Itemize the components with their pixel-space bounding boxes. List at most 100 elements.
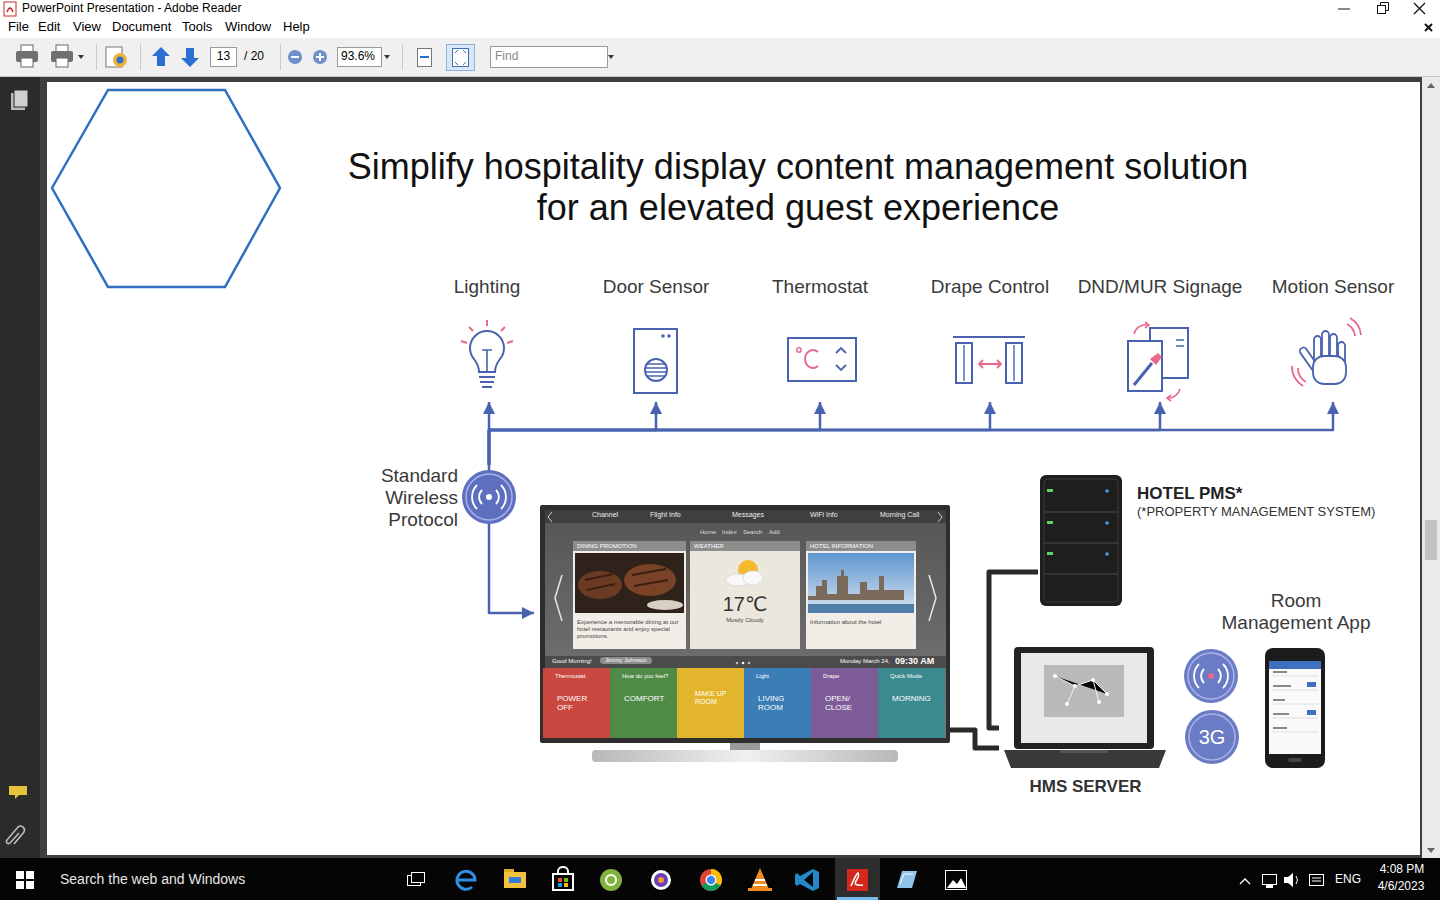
card-heading: DINING PROMOTION [577, 543, 637, 550]
menu-tab: WiFi Info [810, 511, 838, 519]
window-chrome [707, 876, 715, 884]
laptop [1105, 692, 1109, 696]
card-heading: WEATHER [694, 543, 724, 550]
window-chrome [1422, 77, 1440, 858]
window-chrome [847, 869, 868, 891]
card-body: Experience a memorable dining at our hot… [577, 619, 681, 640]
control-tile: MAKE UP ROOM [677, 668, 744, 738]
sub-menu-item: Home [700, 529, 716, 536]
device-label: Door Sensor [572, 276, 740, 298]
motion-sensor-icon [1292, 366, 1306, 386]
info-card: WEATHER 17℃ Mostly Cloudy [690, 541, 800, 649]
weather-text: Mostly Cloudy [690, 617, 800, 624]
device-label: DND/MUR Signage [1074, 276, 1247, 298]
server-tower [1047, 521, 1053, 524]
laptop [1065, 702, 1069, 706]
window-chrome [900, 874, 913, 884]
tv-display [545, 656, 946, 668]
device-label: Motion Sensor [1249, 276, 1417, 298]
laptop [1004, 647, 1166, 768]
wireless-protocol-symbol [462, 465, 516, 533]
cable [950, 730, 999, 748]
date-text: Monday March 24, [840, 658, 890, 665]
window-chrome [748, 888, 772, 891]
temperature: 17℃ [690, 593, 800, 615]
menu-item: Tools [182, 20, 212, 35]
window-chrome [288, 50, 302, 64]
page-number: 13 [212, 50, 235, 64]
window-chrome [837, 897, 878, 900]
signage-icon [1134, 325, 1148, 334]
window-chrome [700, 869, 722, 891]
signage-icon [1134, 363, 1152, 385]
window-chrome [753, 880, 767, 885]
tile-value: LIVING ROOM [758, 694, 804, 712]
tv-display [743, 571, 763, 585]
search-hint: Find [495, 50, 518, 64]
signage-icon [1128, 341, 1162, 391]
window-chrome [402, 44, 403, 70]
guest-name: Jimmy Johnson [600, 657, 652, 664]
window-chrome [384, 55, 390, 59]
menu-tab: Morning Call [880, 511, 919, 519]
window-chrome [0, 0, 1440, 38]
device-node: Lighting [403, 276, 571, 398]
connector-arrow [489, 402, 656, 465]
control-tile: LightLIVING ROOM [744, 668, 811, 738]
window-chrome [1425, 24, 1432, 31]
laptop-label: HMS SERVER [999, 777, 1172, 797]
wireless-protocol-symbol [472, 485, 506, 509]
tile-value: MORNING [892, 694, 938, 703]
tv-display [808, 553, 914, 613]
window-chrome [21, 58, 33, 67]
language-indicator: ENG [1335, 873, 1361, 887]
window-chrome [1312, 878, 1321, 881]
smartphone [1272, 676, 1318, 732]
window-chrome [418, 49, 432, 67]
server-tower [1105, 552, 1109, 556]
window-chrome [509, 877, 521, 883]
device-label: Drape Control [906, 276, 1074, 298]
time-text: 09:30 AM [895, 656, 934, 666]
tile-value: COMFORT [624, 694, 670, 703]
window-chrome [651, 870, 671, 890]
menu-item: View [73, 20, 101, 35]
window-chrome [1240, 879, 1250, 884]
laptop [1014, 647, 1154, 749]
door-sensor-icon [646, 364, 666, 376]
door-sensor-icon [661, 334, 665, 338]
window-chrome [0, 77, 40, 858]
window-chrome [14, 90, 28, 107]
connector-arrow [489, 402, 990, 465]
tv-display [624, 564, 676, 596]
wireless-symbol [1184, 649, 1238, 703]
window-chrome [4, 2, 16, 16]
tv-display [548, 512, 942, 522]
signage-icon [1150, 353, 1162, 365]
drape-icon [953, 337, 1025, 383]
tv-display [585, 569, 668, 590]
device-node: DND/MUR Signage [1074, 276, 1247, 398]
window-chrome [851, 873, 863, 886]
control-tile: How do you feel?COMFORT [610, 668, 677, 738]
tv-display [575, 553, 684, 613]
window-chrome [455, 50, 466, 65]
menu-item: File [8, 20, 29, 35]
window-chrome [1378, 6, 1386, 14]
window-chrome [0, 77, 1440, 858]
window-chrome [553, 874, 573, 890]
server-tower [1047, 552, 1053, 555]
window-chrome [113, 53, 127, 67]
window-chrome [491, 47, 608, 68]
menu-tab: Channel [592, 511, 618, 519]
laptop-node: HMS SERVER [999, 645, 1172, 800]
window-chrome [280, 44, 281, 70]
connector-arrow [489, 402, 1160, 465]
window-chrome [453, 49, 469, 67]
control-tile: ThermostatPOWER OFF [543, 668, 610, 738]
wireless-symbol [1184, 649, 1238, 703]
page-count: / 20 [244, 50, 264, 64]
window-chrome [0, 76, 1440, 77]
window-chrome [795, 869, 819, 891]
window-chrome [0, 38, 1440, 77]
